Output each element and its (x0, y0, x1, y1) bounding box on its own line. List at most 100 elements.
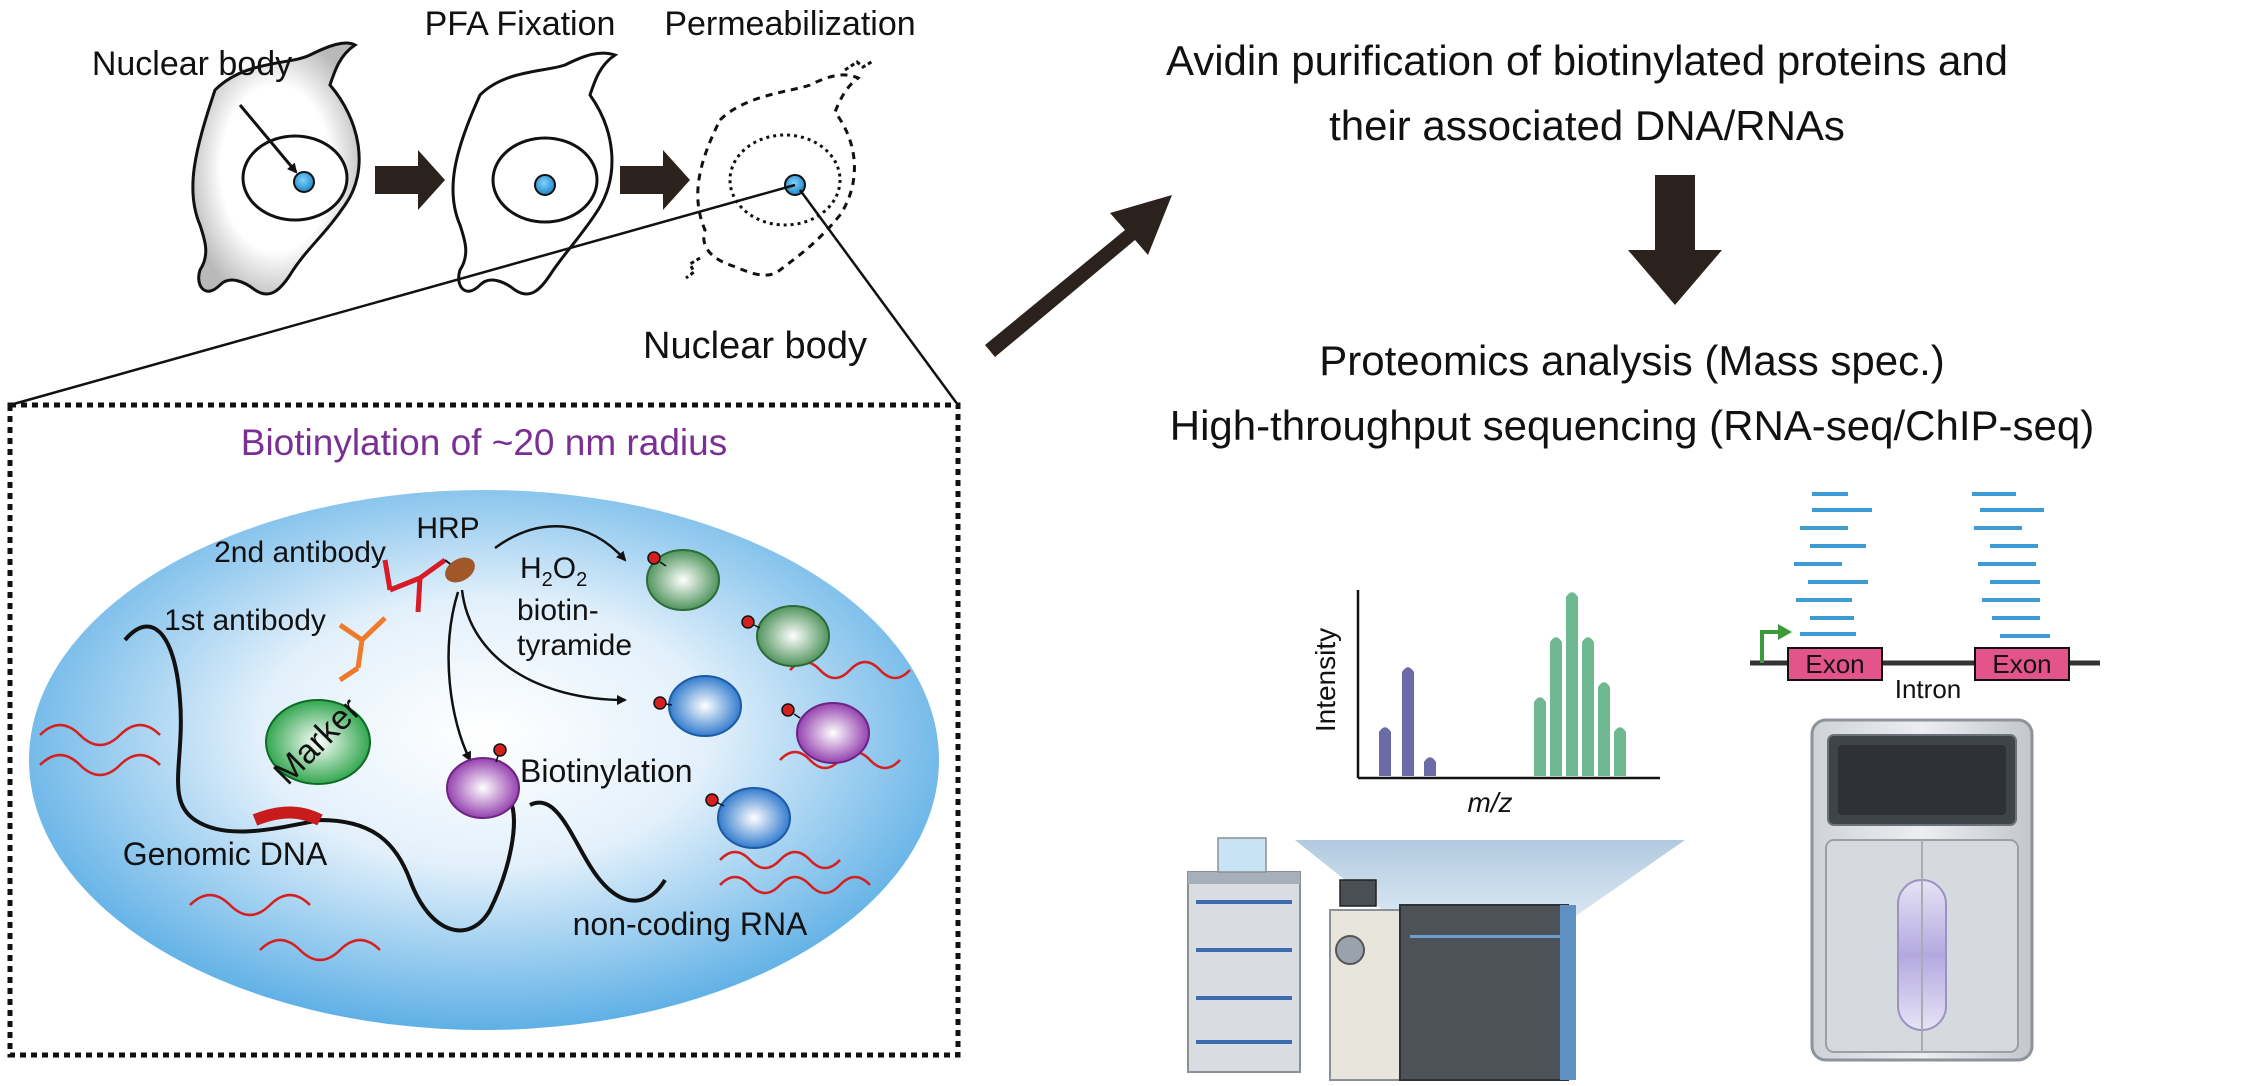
sequencing-read (1974, 526, 2022, 530)
peaks2-peak (1534, 697, 1546, 776)
peaks2-peak (1582, 637, 1594, 776)
sequencing-read (1810, 616, 1854, 620)
hrp-label: HRP (416, 512, 479, 545)
biotin-tyramide-label-2: tyramide (517, 629, 632, 662)
reaction-arrows (447, 525, 627, 762)
purification-text-1: Avidin purification of biotinylated prot… (1166, 37, 2008, 84)
sequencing-read (1800, 526, 1848, 530)
exon-2-label: Exon (1992, 649, 2051, 679)
sequencing-read (1800, 632, 1856, 636)
sequencing-panel: Exon Exon Intron (1750, 492, 2100, 704)
protein-green-2 (756, 605, 830, 667)
sequencing-read (1980, 508, 2044, 512)
peaks2-peak (1566, 592, 1578, 776)
h2o2-sub1: 2 (542, 569, 553, 591)
zoom-line-left (9, 183, 796, 407)
sequencing-read (1812, 508, 1872, 512)
intron-label: Intron (1895, 674, 1962, 704)
cell-3 (685, 59, 874, 280)
sequencer-screen-inner (1838, 745, 2006, 815)
tss-arrow-stem (1760, 630, 1780, 663)
cell-1 (191, 41, 361, 296)
zoom-box-frame (7, 402, 961, 1058)
peaks2-peak (1614, 727, 1626, 776)
cell-steps: Nuclear body PFA Fixation Permeabilizati… (92, 5, 916, 367)
lc-stripe-4 (1196, 1040, 1292, 1044)
marker-protein (265, 699, 371, 785)
nuclear-body-pointer (238, 104, 298, 174)
ms-peaks-group-2 (1534, 592, 1626, 776)
biotinylated-proteins (446, 549, 870, 849)
lc-stripe-2 (1196, 948, 1292, 952)
peaks2-peak (1598, 682, 1610, 776)
exon-1-label: Exon (1805, 649, 1864, 679)
sequencing-read (1978, 562, 2036, 566)
h2o2-h: H (520, 552, 542, 585)
peaks1-peak (1424, 757, 1436, 776)
hrp-enzyme (445, 557, 475, 583)
second-antibody (382, 557, 447, 613)
nuclear-body-dot (293, 171, 315, 193)
nuclear-body-label: Nuclear body (643, 325, 867, 367)
exon-2-box (1974, 647, 2070, 681)
biotinylation-label: Biotinylation (520, 753, 693, 789)
flow-arrow-down (1628, 175, 1722, 305)
analysis-text-2: High-throughput sequencing (RNA-seq/ChIP… (1170, 402, 2094, 449)
cell-3-nucleus (728, 133, 842, 227)
genomic-dna-label: Genomic DNA (123, 836, 328, 872)
sequencer-illustration (1810, 718, 2034, 1062)
protein-purple-1 (796, 702, 870, 764)
zoom-box-title: Biotinylation of ~20 nm radius (241, 422, 727, 463)
sequencing-read (1990, 544, 2038, 548)
ms-xlabel: m/z (1467, 787, 1512, 818)
first-antibody-label: 1st antibody (164, 604, 326, 637)
h2o2-sub2: 2 (576, 569, 587, 591)
sequencing-read (1992, 616, 2040, 620)
sequencing-read (1810, 544, 1866, 548)
ms-side-panel (1560, 905, 1576, 1080)
ms-stripe (1410, 935, 1560, 938)
permeabilization-label: Permeabilization (664, 5, 915, 43)
ms-beam (1295, 840, 1685, 920)
protein-blue-1 (668, 675, 742, 737)
noncoding-rna-label: non-coding RNA (573, 906, 808, 942)
biotin-tyramide-label-1: biotin- (517, 594, 599, 627)
purification-text-2: their associated DNA/RNAs (1329, 102, 1845, 149)
peaks2-peak (1550, 637, 1562, 776)
step-arrow-2 (620, 150, 690, 210)
lc-top (1188, 872, 1300, 884)
peaks1-peak (1402, 667, 1414, 776)
mass-spec-plot: Intensity m/z (1310, 590, 1660, 818)
cell-2-nuclear-body-dot (534, 174, 556, 196)
sequencing-read (1812, 492, 1848, 496)
step-arrow-1 (375, 150, 445, 210)
cell-3-outline (696, 73, 861, 277)
sequencing-read (1808, 580, 1868, 584)
lc-stripe-3 (1196, 996, 1292, 1000)
second-antibody-label: 2nd antibody (214, 536, 386, 569)
ms-main-unit (1399, 904, 1569, 1081)
genomic-dna-highlight (252, 806, 323, 826)
sequencing-read (1796, 598, 1852, 602)
sequencing-read (1794, 562, 1842, 566)
sequencing-read (1972, 492, 2016, 496)
sequencing-read (1990, 580, 2040, 584)
pfa-fixation-label: PFA Fixation (425, 5, 616, 43)
ms-ylabel: Intensity (1310, 628, 1341, 732)
solvent-bottles (1217, 837, 1267, 873)
cell-3-fragments (685, 59, 874, 280)
ms-display (1339, 879, 1377, 907)
protein-blue-2 (717, 787, 791, 849)
sequencing-reads (1794, 492, 2050, 638)
noncoding-rna-strand (529, 800, 667, 903)
tss-arrow-head (1778, 624, 1792, 640)
zoom-line-right (798, 189, 960, 406)
nuclear-body-pointer-label: Nuclear body (92, 45, 292, 83)
protein-purple-central (446, 757, 520, 819)
ms-peaks-group-1 (1379, 667, 1436, 776)
analysis-text-1: Proteomics analysis (Mass spec.) (1319, 337, 1945, 384)
h2o2-label: H2O2 (520, 552, 587, 591)
sequencing-read (2000, 634, 2050, 638)
first-antibody (338, 616, 387, 683)
